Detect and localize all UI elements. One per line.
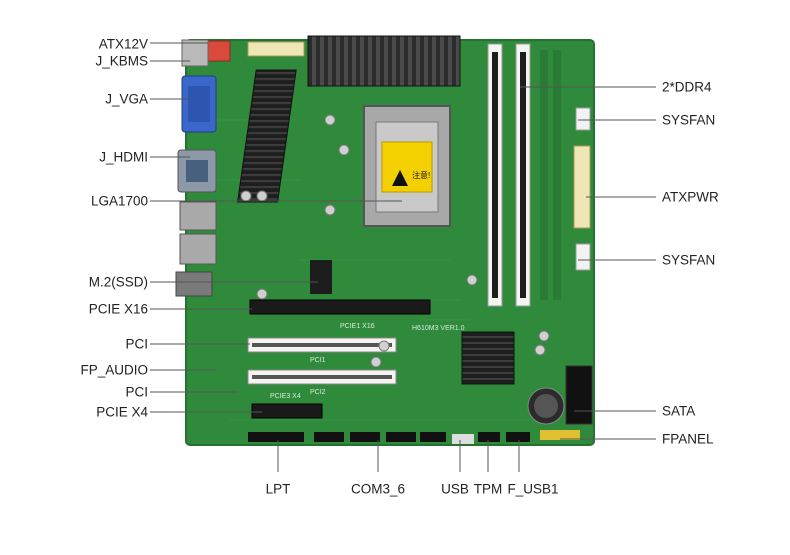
- label-right-2-ddr4-0: 2*DDR4: [662, 80, 712, 95]
- label-left-pcie-x16-6: PCIE X16: [89, 302, 148, 317]
- usb-stack-2: [179, 233, 217, 265]
- bottom-headers: [248, 430, 580, 444]
- pcie-x4-slot: [251, 403, 323, 419]
- label-bottom-lpt-0: LPT: [266, 482, 291, 497]
- capacitors: [240, 114, 550, 368]
- label-right-sysfan-3: SYSFAN: [662, 253, 715, 268]
- silk-x16: PCIE1 X16: [340, 323, 375, 330]
- sysfan-connector-2: [575, 243, 591, 271]
- label-left-pcie-x4-10: PCIE X4: [96, 405, 148, 420]
- cpu-sticker-text: 注意!: [412, 170, 430, 180]
- sysfan-connector-1: [575, 107, 591, 131]
- label-bottom-com3-6-1: COM3_6: [351, 482, 405, 497]
- label-left-m-2-ssd-5: M.2(SSD): [89, 275, 148, 290]
- atxpwr-connector: [573, 145, 591, 229]
- leader-lines: [150, 42, 656, 472]
- label-left-j-kbms-1: J_KBMS: [95, 54, 148, 69]
- vrm-heatsink-top: [307, 35, 461, 87]
- rear-io: [175, 39, 231, 297]
- label-bottom-usb-2: USB: [441, 482, 469, 497]
- label-left-fp-audio-8: FP_AUDIO: [80, 363, 148, 378]
- sata-connectors: [565, 365, 593, 425]
- label-bottom-tpm-3: TPM: [474, 482, 503, 497]
- silk-x4: PCIE3 X4: [270, 393, 301, 400]
- silk-model: H610M3 VER1.0: [412, 325, 465, 332]
- top-connector: [247, 41, 305, 57]
- label-left-j-hdmi-3: J_HDMI: [99, 150, 148, 165]
- audio-jack: [175, 271, 213, 297]
- kbms-port: [181, 39, 209, 67]
- label-left-lga1700-4: LGA1700: [91, 194, 148, 209]
- silk-pci1: PCI1: [310, 357, 326, 364]
- label-left-atx12v-0: ATX12V: [99, 37, 148, 52]
- silk-pci2: PCI2: [310, 389, 326, 396]
- vrm-heatsink-left: [237, 69, 297, 203]
- usb-stack-1: [179, 201, 217, 231]
- label-right-fpanel-5: FPANEL: [662, 432, 714, 447]
- m2-slot: [310, 260, 332, 294]
- label-left-j-vga-2: J_VGA: [105, 92, 148, 107]
- cpu-sticker: [381, 141, 433, 193]
- label-left-pci-7: PCI: [125, 337, 148, 352]
- atx12v-connector: [205, 40, 231, 62]
- pcie-x16-slot: [249, 299, 431, 315]
- label-right-atxpwr-2: ATXPWR: [662, 190, 719, 205]
- label-right-sata-4: SATA: [662, 404, 695, 419]
- label-left-pci-9: PCI: [125, 385, 148, 400]
- label-right-sysfan-1: SYSFAN: [662, 113, 715, 128]
- chipset-heatsink: [461, 331, 515, 385]
- label-bottom-f-usb1-4: F_USB1: [507, 482, 558, 497]
- dimm-slots: [487, 43, 561, 307]
